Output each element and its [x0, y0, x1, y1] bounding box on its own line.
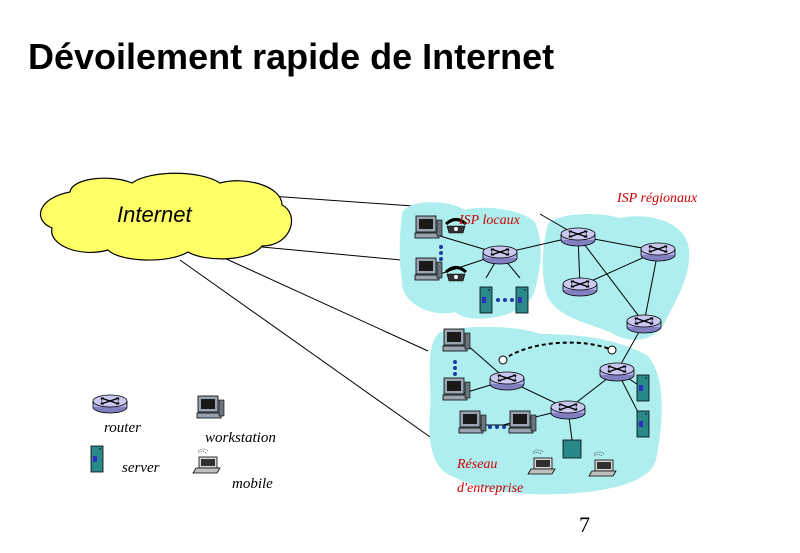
antenna-right — [607, 345, 617, 355]
antenna-left — [498, 355, 508, 365]
isp-locaux-label: ISP locaux — [458, 213, 521, 228]
cloud-label: Internet — [117, 202, 192, 227]
page-number: 7 — [579, 512, 590, 537]
entreprise-label: d'entreprise — [457, 481, 523, 496]
reseau-label: Réseau — [456, 457, 497, 472]
local-isp-devices — [414, 215, 529, 314]
wireless-link — [502, 341, 613, 361]
enterprise-devices — [442, 328, 650, 477]
legend-server-icon — [90, 445, 104, 473]
internet-cloud: Internet — [40, 172, 292, 261]
legend-workstation-label: workstation — [205, 430, 276, 446]
legend-server-label: server — [122, 460, 160, 476]
slide-title: Dévoilement rapide de Internet — [28, 36, 555, 77]
legend-workstation-icon — [196, 395, 225, 419]
legend: router workstation server mobile — [90, 394, 276, 492]
legend-router-icon — [92, 394, 128, 414]
cloud-connection-lines — [179, 195, 443, 445]
legend-mobile-icon — [192, 448, 221, 474]
legend-mobile-label: mobile — [232, 476, 273, 492]
legend-router-label: router — [104, 420, 141, 436]
isp-regionaux-label: ISP régionaux — [616, 191, 698, 206]
